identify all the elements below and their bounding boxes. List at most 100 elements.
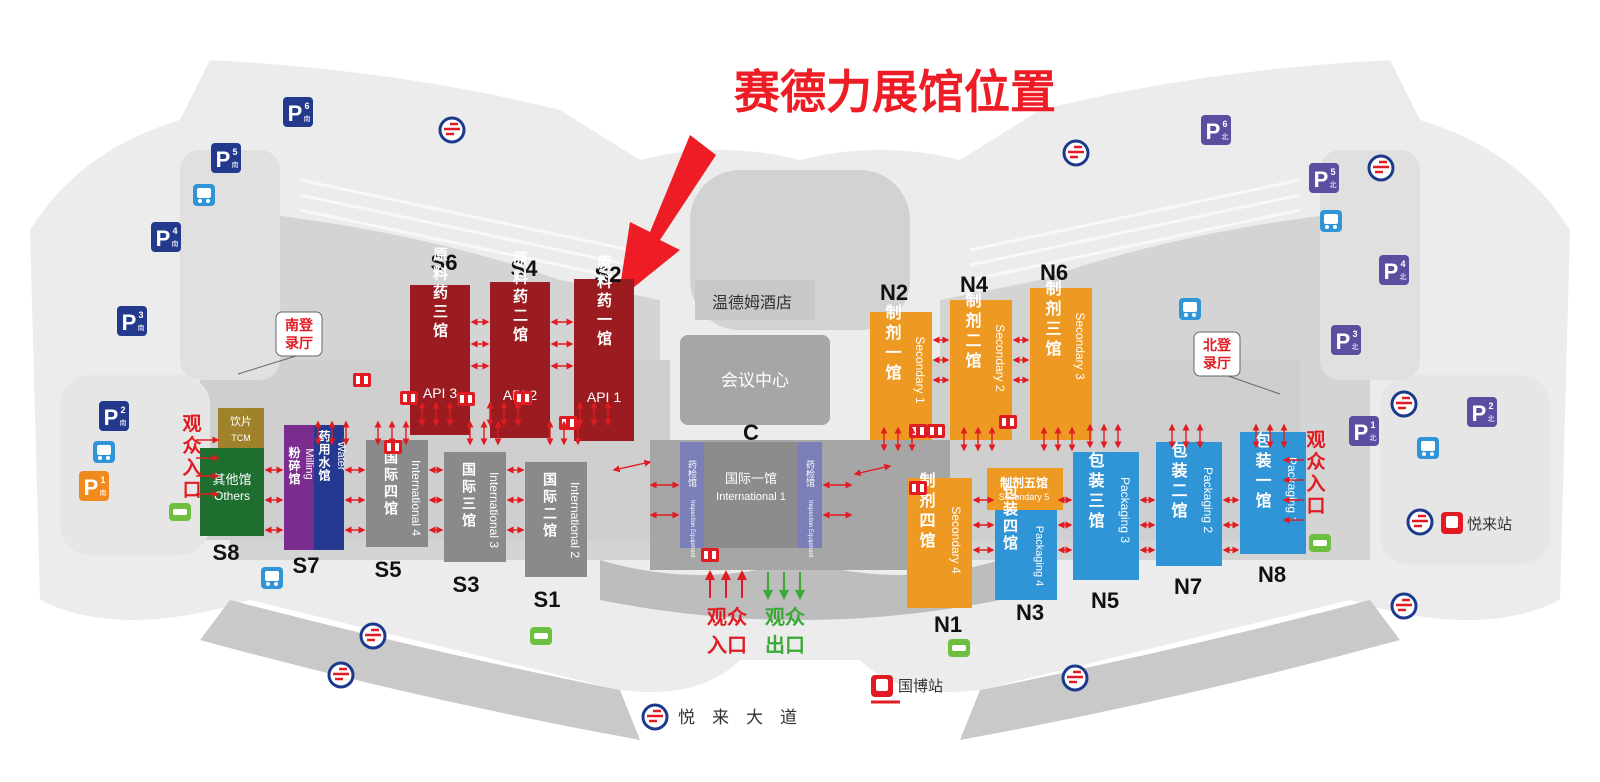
hall-code: S4	[511, 256, 539, 281]
station-yuelai[interactable]: 悦来站	[1406, 508, 1512, 536]
center-gate[interactable]: 观众 入口 观众 出口	[705, 570, 805, 657]
road-stripes	[299, 178, 1301, 282]
parking-letter: P	[84, 475, 99, 500]
parking-side: 南	[120, 418, 127, 427]
hall-code: S1	[534, 587, 561, 612]
north-side-entrance[interactable]: 观 众 入 口	[1306, 429, 1325, 517]
hall-code: N1	[934, 612, 962, 637]
parking-number: 2	[120, 405, 125, 415]
hall-name-cn: 制剂二馆	[963, 292, 982, 372]
hall-code: S8	[213, 540, 240, 565]
metro-icon	[438, 116, 466, 144]
toilet-icon	[457, 392, 475, 406]
south-side-entrance[interactable]: 观 众 入 口	[182, 413, 201, 501]
south-entrance-char-2: 众	[182, 434, 201, 457]
toilet-icon	[927, 424, 945, 438]
parking-number: 2	[1488, 401, 1493, 411]
south-registration-line1: 南登	[285, 317, 314, 334]
parking-number: 3	[1352, 329, 1357, 339]
hall-name-en: Secondary 3	[1073, 312, 1087, 380]
hall-name-cn: 国际三馆	[460, 462, 476, 530]
parking-letter: P	[1206, 119, 1221, 144]
hall-code: N5	[1091, 588, 1119, 613]
parking-number: 4	[172, 226, 177, 236]
pointer-arrow-icon	[618, 135, 716, 300]
hotel-label: 温德姆酒店	[712, 294, 792, 312]
hall-tcm-en: TCM	[231, 433, 251, 443]
central-hall-en: International 1	[716, 491, 786, 503]
hall-name-cn: 国际二馆	[541, 472, 557, 540]
hall-name-cn: 其他馆	[212, 472, 251, 487]
parking-side: 南	[100, 488, 107, 497]
hall-name-en: Secondary 1	[913, 336, 927, 404]
parking-side: 北	[1222, 133, 1229, 141]
south-entrance-char-3: 入	[182, 457, 201, 479]
parking-number: 5	[232, 147, 237, 157]
station-guobo[interactable]: 国博站	[871, 675, 943, 704]
car-icon	[948, 639, 970, 657]
bus-icon	[1417, 437, 1439, 459]
parking-side: 北	[1488, 415, 1495, 423]
parking-letter: P	[1354, 420, 1369, 445]
parking-side: 北	[1330, 181, 1337, 189]
parking-letter: P	[1314, 167, 1329, 192]
north-entrance-char-1: 观	[1306, 429, 1325, 451]
toilet-icon	[400, 391, 418, 405]
parking-number: 1	[1370, 420, 1375, 430]
south-registration: 南登 录厅	[237, 311, 323, 375]
hall-name-en: Packaging 2	[1201, 467, 1215, 533]
north-registration-line2: 录厅	[1203, 356, 1231, 372]
toilet-icon	[701, 548, 719, 562]
north-registration-line1: 北登	[1203, 337, 1232, 354]
station-guobo-label: 国博站	[898, 678, 943, 695]
toilet-icon	[384, 440, 402, 454]
inspection-cn-right: 药检馆	[805, 460, 815, 488]
hall-code: S2	[595, 262, 622, 287]
hall-name-en: Secondary 4	[949, 506, 963, 574]
inspection-en-right: Inspection Equipment	[807, 500, 813, 558]
hall-code: S6	[431, 250, 458, 275]
hall-code: N3	[1016, 600, 1044, 625]
arrow-icon	[612, 459, 652, 473]
hall-name-en: International 2	[568, 482, 582, 558]
central-hall[interactable]: C 国际一馆 International 1 药检馆 药检馆 Inspectio…	[680, 420, 822, 558]
central-hall-cn: 国际一馆	[725, 471, 777, 486]
arrow-icon	[853, 463, 892, 477]
parking-side: 北	[1352, 343, 1359, 351]
parking-number: 6	[304, 101, 309, 111]
hall-code: S5	[375, 557, 402, 582]
north-entrance-char-2: 众	[1306, 450, 1325, 473]
metro-icon	[1390, 592, 1418, 620]
hall-tcm-cn: 饮片	[230, 415, 252, 428]
metro-icon	[1390, 390, 1418, 418]
parking-letter: P	[288, 101, 303, 126]
hall-s1[interactable]: 国际二馆 International 2 S1	[525, 462, 587, 612]
station-yuelai-label: 悦来站	[1467, 516, 1512, 533]
